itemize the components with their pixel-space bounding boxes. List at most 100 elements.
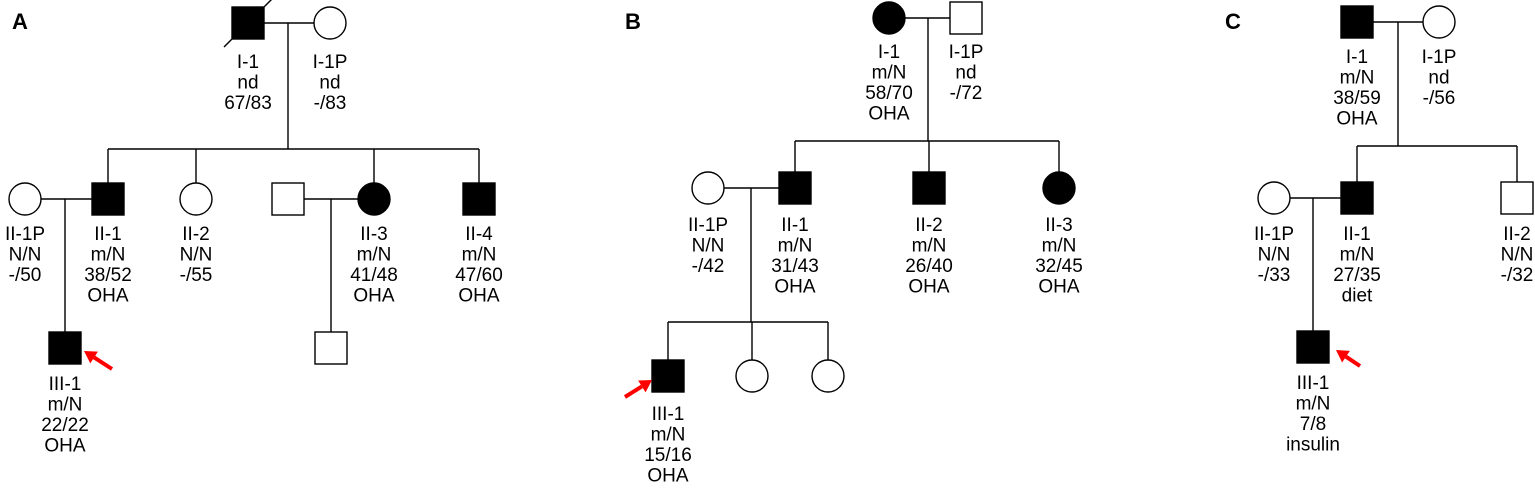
member-b-iii-1-label-line: 15/16 (644, 445, 692, 466)
proband-arrow-shaft (1344, 354, 1362, 368)
member-c-i-1-square (1340, 5, 1374, 39)
member-a-ii-4-label-line: m/N (462, 245, 497, 266)
member-b-ii-1-label-line: m/N (778, 236, 813, 257)
member-b-ii-3-label-line: 32/45 (1035, 256, 1083, 277)
member-a-iii-1-label-line: III-1 (49, 374, 82, 395)
member-b-iii-1-label-line: OHA (647, 466, 689, 487)
member-a-ii-3p-square (271, 182, 305, 216)
member-a-ii-1p-label-line: II-1P (5, 224, 45, 245)
member-b-ii-1-label-line: 31/43 (771, 256, 819, 277)
member-a-ii-1-label-line: 38/52 (84, 265, 132, 286)
member-b-iii-1-label-line: m/N (651, 425, 686, 446)
member-a-ii-4-label-line: 47/60 (455, 265, 503, 286)
member-b-ii-1p-label-line: -/42 (692, 256, 725, 277)
member-a-iii-1-label-line: m/N (48, 395, 83, 416)
member-a-ii-3-label-line: m/N (357, 245, 392, 266)
member-a-ii-3-label-line: OHA (353, 286, 395, 307)
member-b-ii-3-label-line: II-3 (1045, 215, 1072, 236)
member-a-ii-2-label-line: -/55 (180, 265, 213, 286)
member-b-i-1-label-line: OHA (868, 104, 910, 125)
member-b-ii-2-square (912, 171, 946, 205)
member-c-ii-1-label-line: 27/35 (1333, 265, 1381, 286)
member-c-ii-2-square (1500, 181, 1534, 215)
member-b-iii-1-label-line: III-1 (652, 404, 685, 425)
member-c-ii-2-label-line: II-2 (1503, 224, 1530, 245)
member-b-i-1p-label-line: -/72 (950, 83, 983, 104)
member-c-iii-1-square (1296, 330, 1330, 364)
proband-arrow-head (1336, 350, 1350, 363)
member-c-iii-1-label-line: 7/8 (1300, 414, 1326, 435)
member-b-iii-3-circle (811, 359, 845, 393)
proband-arrow-shaft (93, 355, 114, 371)
member-a-ii-4-label-line: II-4 (465, 224, 493, 245)
panel-letter-a: A (12, 9, 28, 34)
member-c-ii-2-label-line: N/N (1501, 245, 1534, 266)
member-c-i-1p-circle (1422, 5, 1456, 39)
member-b-ii-2-label-line: m/N (912, 236, 947, 257)
member-labels: I-1nd67/83I-1Pnd-/83II-1PN/N-/50II-1m/N3… (5, 42, 1533, 487)
member-c-ii-1p-label-line: II-1P (1254, 224, 1294, 245)
member-a-ii-1-square (91, 182, 125, 216)
panel-letter-b: B (625, 9, 641, 34)
member-b-ii-1-square (778, 171, 812, 205)
member-c-ii-2-label-line: -/32 (1501, 265, 1534, 286)
proband-arrow-head (638, 380, 652, 393)
member-b-i-1-label-line: m/N (872, 63, 907, 84)
panel-letter-c: C (1225, 9, 1241, 34)
member-c-ii-1-square (1340, 181, 1374, 215)
member-c-iii-1-label-line: insulin (1286, 435, 1340, 456)
member-a-i-1p-circle (313, 6, 347, 40)
member-a-ii-3-circle (357, 182, 391, 216)
member-b-i-1-circle (872, 1, 906, 35)
member-a-i-1p-label-line: nd (319, 73, 340, 94)
member-b-ii-2-label-line: II-2 (915, 215, 942, 236)
member-c-iii-1-label-line: III-1 (1297, 373, 1330, 394)
member-b-ii-3-label-line: m/N (1042, 236, 1077, 257)
member-b-ii-3-circle (1042, 171, 1076, 205)
member-a-ii-3-label-line: II-3 (360, 224, 387, 245)
member-b-iii-2-circle (735, 359, 769, 393)
member-c-ii-1-label-line: II-1 (1343, 224, 1370, 245)
member-b-i-1p-square (949, 1, 983, 35)
member-a-ii-4-square (462, 182, 496, 216)
member-a-ii-1-label-line: m/N (91, 245, 126, 266)
member-a-i-1-label-line: 67/83 (224, 93, 272, 114)
member-a-iii-1-label-line: OHA (44, 436, 86, 457)
connector-lines (41, 17, 1518, 360)
member-a-ii-1p-circle (8, 182, 42, 216)
member-a-ii-1-label-line: OHA (87, 286, 129, 307)
member-a-ii-1p-label-line: N/N (9, 245, 42, 266)
member-a-ii-4-label-line: OHA (458, 286, 500, 307)
member-a-ii-1-label-line: II-1 (94, 224, 121, 245)
member-a-iii-1-square (48, 331, 82, 365)
proband-arrow-head (84, 351, 98, 364)
member-a-iii-2-square (314, 331, 348, 365)
member-a-ii-1p-label-line: -/50 (9, 265, 42, 286)
member-b-ii-2-label-line: 26/40 (905, 256, 953, 277)
member-c-ii-1p-label-line: -/33 (1258, 265, 1291, 286)
member-c-ii-1-label-line: diet (1342, 286, 1373, 307)
member-c-i-1-label-line: I-1 (1346, 47, 1368, 68)
member-b-iii-1-square (651, 359, 685, 393)
member-c-i-1-label-line: m/N (1340, 68, 1375, 89)
member-b-i-1-label-line: I-1 (878, 42, 900, 63)
member-b-ii-1p-label-line: N/N (692, 236, 725, 257)
member-a-i-1p-label-line: -/83 (314, 93, 347, 114)
member-c-i-1p-label-line: nd (1428, 68, 1449, 89)
member-b-ii-1-label-line: II-1 (781, 215, 808, 236)
member-b-ii-1-label-line: OHA (774, 277, 816, 298)
member-a-ii-3-label-line: 41/48 (350, 265, 398, 286)
member-a-ii-2-circle (179, 182, 213, 216)
member-c-ii-1p-circle (1257, 181, 1291, 215)
member-b-ii-1p-circle (691, 171, 725, 205)
member-a-ii-2-label-line: N/N (180, 245, 213, 266)
member-a-i-1p-label-line: I-1P (313, 52, 348, 73)
member-a-ii-2-label-line: II-2 (182, 224, 209, 245)
member-a-iii-1-label-line: 22/22 (41, 415, 89, 436)
panel-letters: A B C (12, 9, 1241, 34)
proband-arrow-shaft (623, 384, 643, 399)
member-c-ii-1p-label-line: N/N (1258, 245, 1291, 266)
member-c-i-1-label-line: 38/59 (1333, 88, 1381, 109)
member-b-i-1p-label-line: nd (955, 63, 976, 84)
